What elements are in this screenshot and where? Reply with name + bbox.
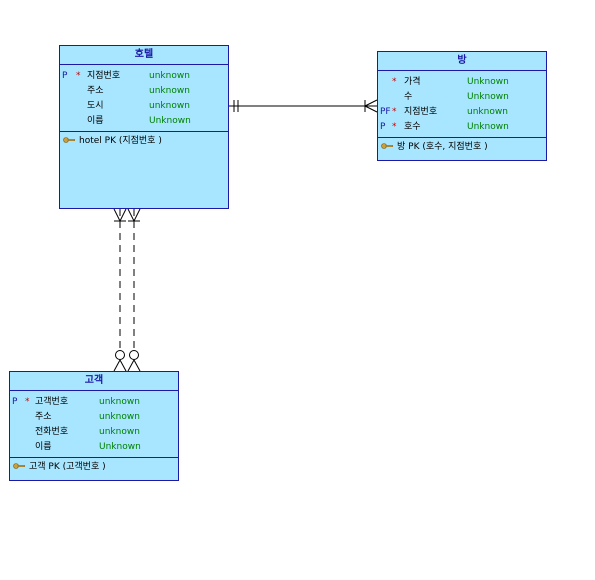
attribute-row[interactable]: 이름 Unknown — [10, 440, 178, 455]
key-flag: PF — [380, 107, 391, 117]
entity-customer[interactable]: 고객 P * 고객번호 unknown 주소 unknown 전화번호 unkn… — [9, 371, 179, 481]
hotel-room-relationship[interactable] — [229, 99, 378, 113]
attribute-row[interactable]: 수 Unknown — [378, 90, 546, 105]
attribute-type: unknown — [149, 86, 190, 96]
primary-key-row[interactable]: 고객 PK (고객번호 ) — [10, 458, 178, 476]
attribute-name: 전화번호 — [35, 427, 69, 437]
entity-title: 방 — [378, 52, 546, 71]
attribute-row[interactable]: 이름 Unknown — [60, 114, 228, 129]
attribute-name: 지점번호 — [87, 71, 121, 81]
attribute-row[interactable]: 전화번호 unknown — [10, 425, 178, 440]
required-marker: * — [392, 107, 397, 117]
attribute-name: 호수 — [404, 122, 421, 132]
entity-title: 호텔 — [60, 46, 228, 65]
entity-room[interactable]: 방 * 가격 Unknown 수 Unknown PF * 지점번호 unkno… — [377, 51, 547, 161]
attribute-list: P * 고객번호 unknown 주소 unknown 전화번호 unknown… — [10, 391, 178, 458]
primary-key-row[interactable]: 방 PK (호수, 지점번호 ) — [378, 138, 546, 156]
attribute-type: Unknown — [149, 116, 191, 126]
required-marker: * — [25, 397, 30, 407]
attribute-list: P * 지점번호 unknown 주소 unknown 도시 unknown 이… — [60, 65, 228, 132]
attribute-row[interactable]: 주소 unknown — [60, 84, 228, 99]
required-marker: * — [76, 71, 81, 81]
primary-key-label: 방 PK (호수, 지점번호 ) — [397, 142, 488, 152]
attribute-name: 지점번호 — [404, 107, 438, 117]
attribute-type: unknown — [99, 427, 140, 437]
entity-title: 고객 — [10, 372, 178, 391]
attribute-name: 이름 — [87, 116, 104, 126]
key-flag: P — [12, 397, 18, 407]
attribute-row[interactable]: 도시 unknown — [60, 99, 228, 114]
key-icon — [13, 463, 25, 469]
attribute-type: Unknown — [467, 122, 509, 132]
key-flag: P — [62, 71, 68, 81]
attribute-name: 도시 — [87, 101, 104, 111]
attribute-name: 주소 — [87, 86, 104, 96]
primary-key-row[interactable]: hotel PK (지점번호 ) — [60, 132, 228, 150]
key-flag: P — [380, 122, 386, 132]
attribute-name: 고객번호 — [35, 397, 69, 407]
attribute-row[interactable]: P * 호수 Unknown — [378, 120, 546, 135]
attribute-row[interactable]: 주소 unknown — [10, 410, 178, 425]
key-icon — [63, 137, 75, 143]
attribute-name: 이름 — [35, 442, 52, 452]
attribute-type: Unknown — [467, 77, 509, 87]
attribute-type: unknown — [99, 412, 140, 422]
attribute-type: unknown — [149, 101, 190, 111]
attribute-name: 가격 — [404, 77, 421, 87]
attribute-row[interactable]: P * 지점번호 unknown — [60, 69, 228, 84]
attribute-list: * 가격 Unknown 수 Unknown PF * 지점번호 unknown… — [378, 71, 546, 138]
attribute-type: unknown — [149, 71, 190, 81]
primary-key-label: hotel PK (지점번호 ) — [79, 136, 162, 146]
hotel-customer-relationship-1[interactable] — [113, 208, 127, 372]
attribute-row[interactable]: PF * 지점번호 unknown — [378, 105, 546, 120]
attribute-type: unknown — [467, 107, 508, 117]
attribute-name: 수 — [404, 92, 413, 102]
attribute-type: Unknown — [467, 92, 509, 102]
required-marker: * — [392, 77, 397, 87]
entity-hotel[interactable]: 호텔 P * 지점번호 unknown 주소 unknown 도시 unknow… — [59, 45, 229, 209]
primary-key-label: 고객 PK (고객번호 ) — [29, 462, 106, 472]
attribute-type: unknown — [99, 397, 140, 407]
key-icon — [381, 143, 393, 149]
attribute-name: 주소 — [35, 412, 52, 422]
attribute-row[interactable]: * 가격 Unknown — [378, 75, 546, 90]
attribute-row[interactable]: P * 고객번호 unknown — [10, 395, 178, 410]
required-marker: * — [392, 122, 397, 132]
attribute-type: Unknown — [99, 442, 141, 452]
hotel-customer-relationship-2[interactable] — [127, 208, 141, 372]
